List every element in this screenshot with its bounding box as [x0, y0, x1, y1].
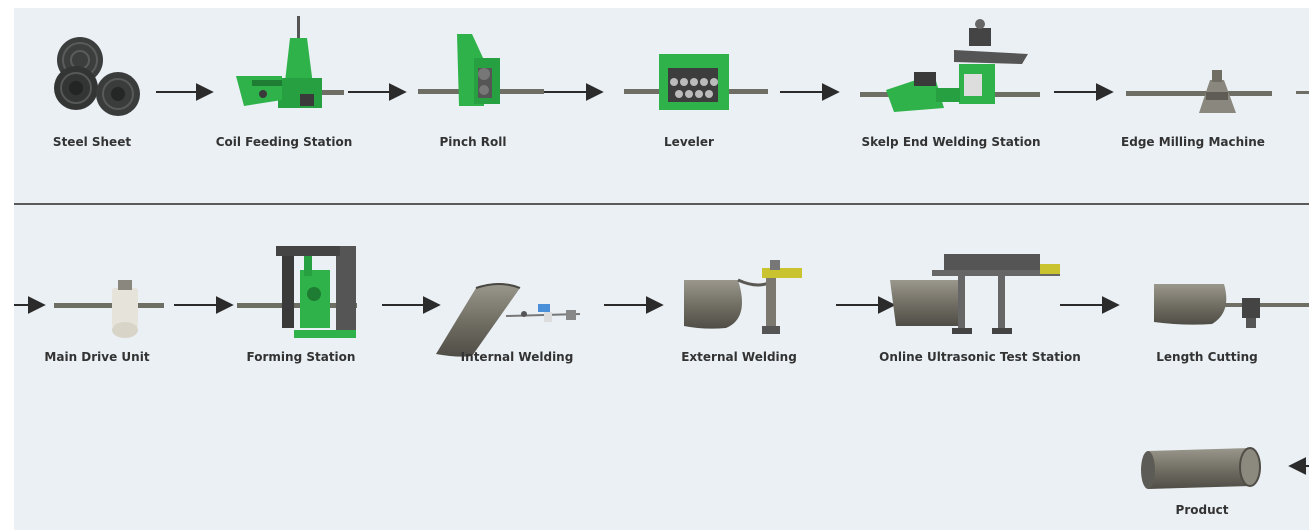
station-label: Length Cutting: [1156, 350, 1258, 364]
station-label: Online Ultrasonic Test Station: [879, 350, 1081, 364]
station-label: Edge Milling Machine: [1121, 135, 1265, 149]
station-label: Product: [1175, 503, 1229, 517]
station-label: Coil Feeding Station: [215, 135, 353, 149]
edge-milling-icon: [1126, 70, 1309, 113]
pipe-product-icon: [1141, 447, 1261, 489]
steel-coils-icon: [54, 37, 140, 116]
station-label: Leveler: [664, 135, 714, 149]
external-welding-icon: [684, 260, 802, 334]
station-label: Pinch Roll: [439, 135, 507, 149]
flow-graphics: [14, 16, 1309, 489]
main-drive-unit-icon: [54, 280, 164, 338]
station-label: Steel Sheet: [52, 135, 132, 149]
length-cutting-icon: [1154, 284, 1309, 328]
skelp-end-welding-icon: [860, 19, 1040, 112]
coil-feeding-station-icon: [236, 16, 344, 108]
leveler-icon: [624, 54, 768, 110]
station-label: Internal Welding: [460, 350, 574, 364]
station-label: External Welding: [681, 350, 797, 364]
forming-station-icon: [237, 246, 357, 338]
process-flow-diagram: Steel Sheet Coil Feeding Station Pinch R…: [14, 8, 1309, 530]
station-label: Main Drive Unit: [44, 350, 150, 364]
station-label: Skelp End Welding Station: [861, 135, 1041, 149]
pinch-roll-icon: [418, 34, 544, 106]
ultrasonic-test-icon: [890, 254, 1060, 334]
station-label: Forming Station: [246, 350, 356, 364]
internal-welding-icon: [436, 283, 581, 357]
